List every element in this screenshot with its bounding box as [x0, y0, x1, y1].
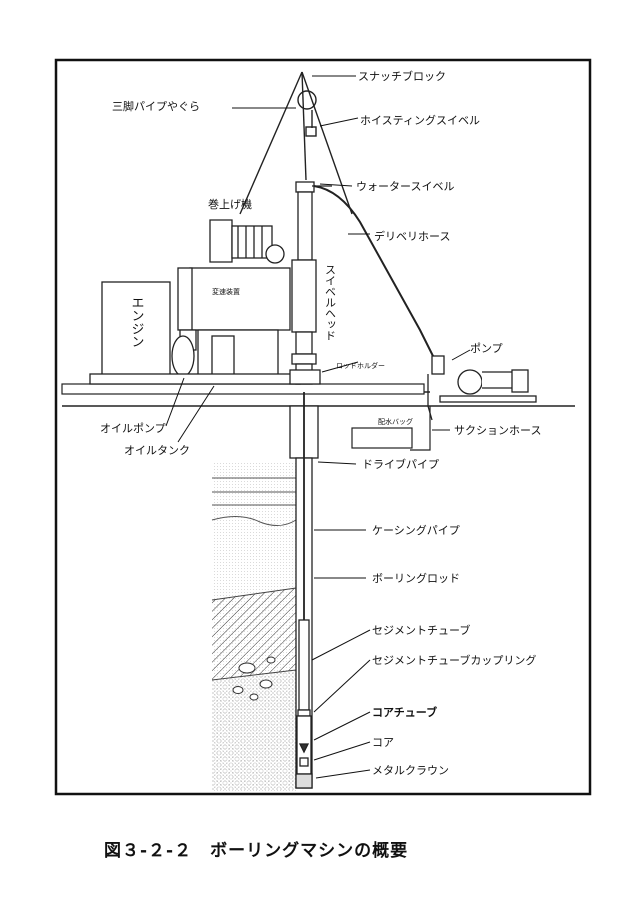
label-swivel-head: スイベルヘッド	[324, 264, 337, 341]
tripod-derrick	[239, 71, 353, 215]
label-sediment-tube: セジメントチューブ	[372, 623, 470, 637]
label-core-tube: コアチューブ	[372, 705, 437, 719]
label-boring-rod: ボーリングロッド	[372, 571, 460, 585]
label-tripod: 三脚パイプやぐら	[112, 99, 200, 113]
label-pump: ポンプ	[470, 342, 503, 355]
rod-holder	[289, 369, 321, 385]
label-delivery-hose: デリベリホース	[374, 229, 450, 243]
label-oil-tank: オイルタンク	[124, 444, 190, 457]
leader-lines	[165, 75, 471, 779]
delivery-hose	[313, 185, 441, 371]
casing-assembly	[289, 392, 319, 789]
transmission	[177, 267, 291, 381]
label-drive-pipe: ドライブパイプ	[362, 457, 439, 471]
figure-caption: 図３-２-２ ボーリングマシンの概要	[104, 840, 408, 861]
engine	[89, 281, 301, 385]
winch	[209, 219, 285, 264]
figure-border	[54, 58, 592, 796]
label-snatch-block: スナッチブロック	[358, 69, 446, 83]
label-rod-holder: ロッドホルダー	[336, 361, 385, 370]
label-engine: エンジン	[129, 296, 144, 348]
label-transmission: 変速装置	[212, 287, 240, 296]
label-core: コア	[372, 736, 394, 749]
label-water-tank: 配水バッグ	[378, 417, 413, 426]
water-tank	[351, 406, 431, 451]
label-hoisting-swivel: ホイスティングスイベル	[360, 113, 480, 127]
label-sediment-coupling: セジメントチューブカップリング	[372, 653, 536, 667]
label-casing-pipe: ケーシングパイプ	[372, 523, 460, 537]
label-oil-pump: オイルポンプ	[100, 422, 166, 435]
label-suction-hose: サクションホース	[454, 424, 541, 437]
soil-strata	[211, 462, 297, 792]
pump	[427, 355, 537, 421]
label-water-swivel: ウォータースイベル	[356, 180, 454, 193]
label-winch: 巻上げ機	[208, 197, 252, 211]
label-metal-crown: メタルクラウン	[372, 764, 449, 777]
